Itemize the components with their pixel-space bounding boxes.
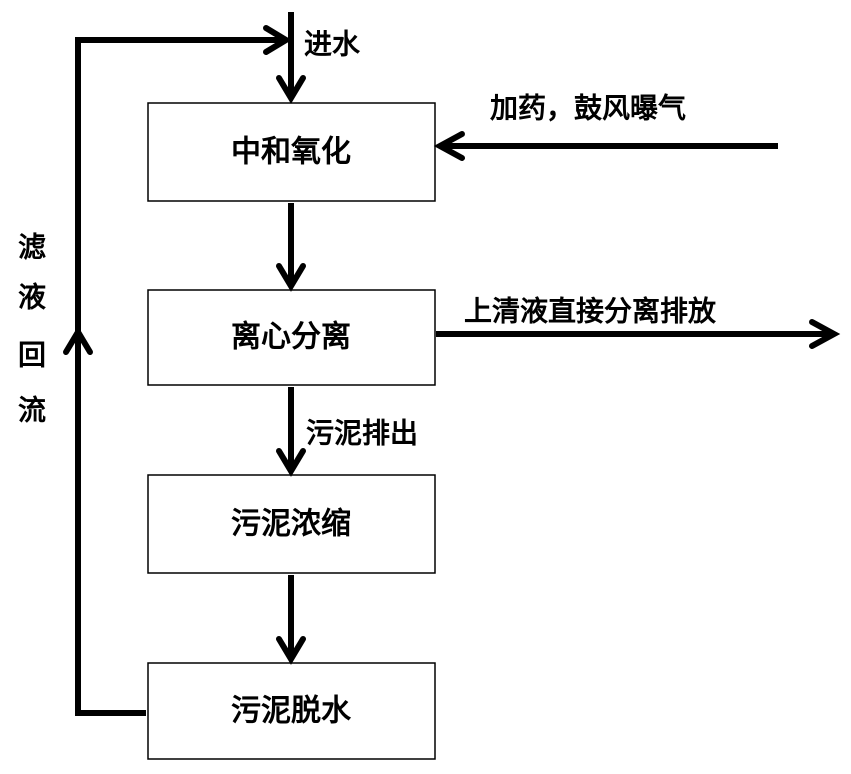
- edge-dosing-aeration: 加药，鼓风曝气: [433, 92, 778, 161]
- sludge-out-label: 污泥排出: [306, 417, 418, 450]
- edge-supernatant-discharge: 上清液直接分离排放: [436, 295, 841, 349]
- edge-neutralize-to-centrifuge: [276, 203, 306, 292]
- return-loop-line: [75, 37, 286, 716]
- arrow-head: [276, 263, 306, 292]
- edge-sludge-discharge: 污泥排出: [276, 387, 418, 477]
- node-sludge-dewatering: 污泥脱水: [147, 662, 436, 760]
- node-centrifugal-separation-label: 离心分离: [231, 320, 351, 355]
- node-neutralize-oxidize: 中和氧化: [147, 102, 436, 202]
- filtrate-return-label-char-2: 液: [18, 281, 46, 314]
- filtrate-return-label-char-4: 流: [18, 394, 46, 427]
- supernatant-label: 上清液直接分离排放: [464, 295, 717, 328]
- supernatant-arrow-head: [809, 319, 841, 349]
- arrow-head: [276, 636, 306, 665]
- return-right-arrow-head: [263, 25, 292, 55]
- filtrate-return-label-char-1: 滤: [18, 231, 46, 264]
- node-neutralize-oxidize-label: 中和氧化: [231, 135, 351, 170]
- node-sludge-thickening-label: 污泥浓缩: [231, 507, 351, 542]
- edge-thicken-to-dewater: [276, 575, 306, 665]
- node-sludge-thickening: 污泥浓缩: [147, 474, 436, 574]
- node-centrifugal-separation: 离心分离: [147, 289, 436, 386]
- inflow-arrow-head: [276, 75, 306, 104]
- inflow-label: 进水: [304, 28, 361, 61]
- dosing-label: 加药，鼓风曝气: [490, 92, 686, 125]
- return-up-arrow-head: [63, 326, 93, 355]
- edge-inflow: 进水: [276, 12, 361, 104]
- filtrate-return-label-char-3: 回: [18, 339, 46, 372]
- sludge-arrow-head: [276, 448, 306, 477]
- node-sludge-dewatering-label: 污泥脱水: [231, 694, 352, 729]
- edge-filtrate-return: 滤 液 回 流: [18, 25, 292, 716]
- dosing-arrow-head: [433, 131, 465, 161]
